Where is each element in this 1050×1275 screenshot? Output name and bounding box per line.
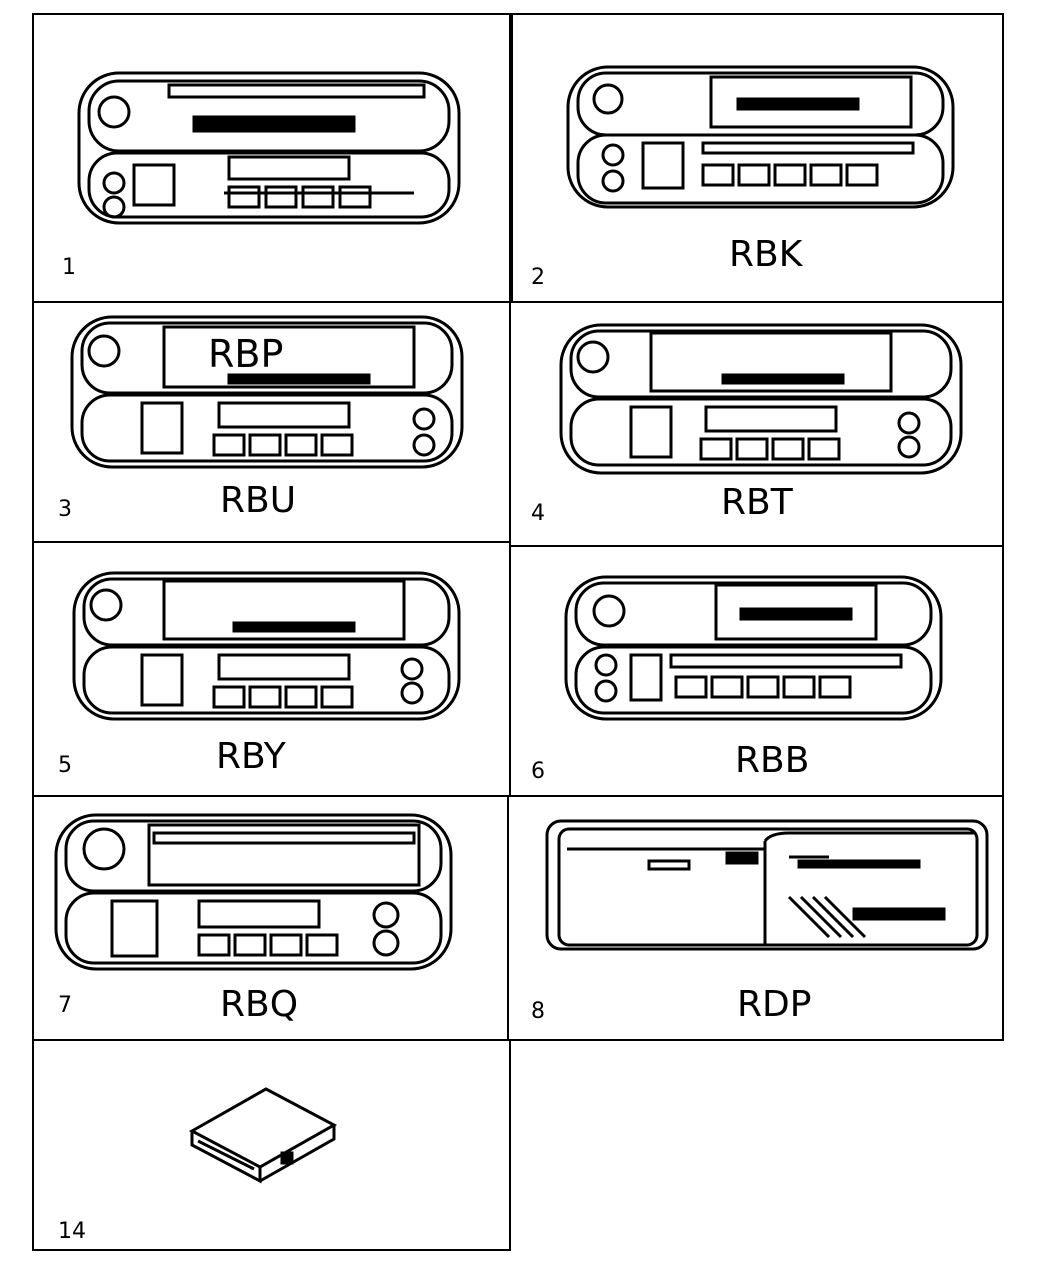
panel-2: RBK 2: [511, 13, 1004, 303]
radio-unit-illustration: [564, 575, 943, 721]
radio-unit-illustration: [566, 65, 955, 209]
panel-6: RBB 6: [509, 545, 1004, 797]
panel-number: 2: [531, 265, 545, 290]
panel-number: 14: [58, 1219, 86, 1244]
panel-1: 1: [32, 13, 511, 303]
panel-code: RDP: [737, 984, 812, 1025]
radio-unit-illustration: [70, 315, 464, 469]
panel-number: 8: [531, 999, 545, 1024]
radio-unit-illustration: [54, 813, 453, 971]
panel-3: RBP RBU 3: [32, 301, 511, 543]
radio-unit-illustration: [77, 71, 461, 225]
radio-unit-illustration: [72, 571, 461, 721]
panel-4: RBT 4: [509, 301, 1004, 547]
panel-14: 14: [32, 1039, 511, 1251]
panel-number: 7: [58, 993, 72, 1018]
panel-number: 6: [531, 759, 545, 784]
radio-unit-illustration: [559, 323, 963, 475]
panel-code: RBK: [729, 234, 803, 275]
panel-code: RBT: [721, 482, 793, 523]
panel-number: 3: [58, 497, 72, 522]
panel-5: RBY 5: [32, 541, 511, 797]
panel-code: RBB: [735, 740, 810, 781]
panel-number: 4: [531, 501, 545, 526]
panel-code: RBY: [216, 736, 286, 777]
panel-7: RBQ 7: [32, 795, 511, 1041]
module-box-illustration: [188, 1087, 338, 1184]
panel-8: RDP 8: [507, 795, 1004, 1041]
panel-number: 1: [62, 255, 76, 280]
overlay-label: RBP: [208, 332, 284, 376]
cd-changer-illustration: [545, 819, 989, 951]
panel-code: RBQ: [220, 984, 299, 1025]
panel-number: 5: [58, 753, 72, 778]
panel-code: RBU: [220, 480, 297, 521]
